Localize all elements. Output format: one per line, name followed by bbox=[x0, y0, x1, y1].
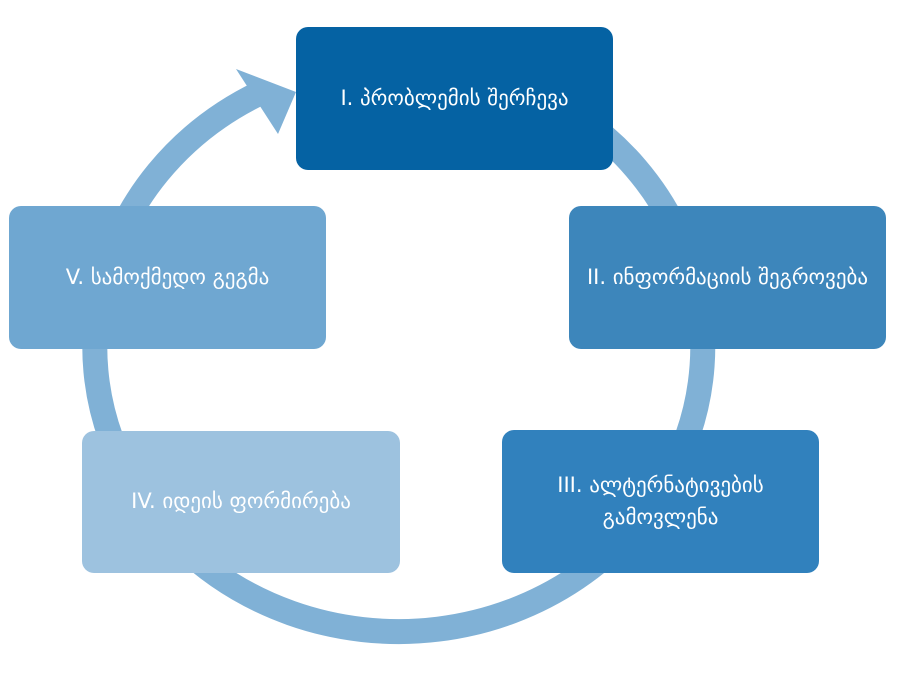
step-2-label: II. ინფორმაციის შეგროვება bbox=[586, 264, 869, 289]
step-5-action-plan: V. სამოქმედო გეგმა bbox=[9, 206, 326, 349]
step-1-label: I. პრობლემის შერჩევა bbox=[340, 85, 569, 110]
arrowhead-icon bbox=[236, 69, 296, 134]
step-3-alternatives-identification: III. ალტერნატივების გამოვლენა bbox=[502, 430, 819, 573]
step-5-label: V. სამოქმედო გეგმა bbox=[65, 264, 270, 289]
step-2-information-gathering: II. ინფორმაციის შეგროვება bbox=[569, 206, 886, 349]
step-4-idea-formation: IV. იდეის ფორმირება bbox=[82, 431, 400, 573]
step-1-problem-selection: I. პრობლემის შერჩევა bbox=[296, 27, 613, 170]
step-4-label: IV. იდეის ფორმირება bbox=[131, 489, 351, 514]
step-3-label: III. ალტერნატივების გამოვლენა bbox=[557, 473, 764, 529]
